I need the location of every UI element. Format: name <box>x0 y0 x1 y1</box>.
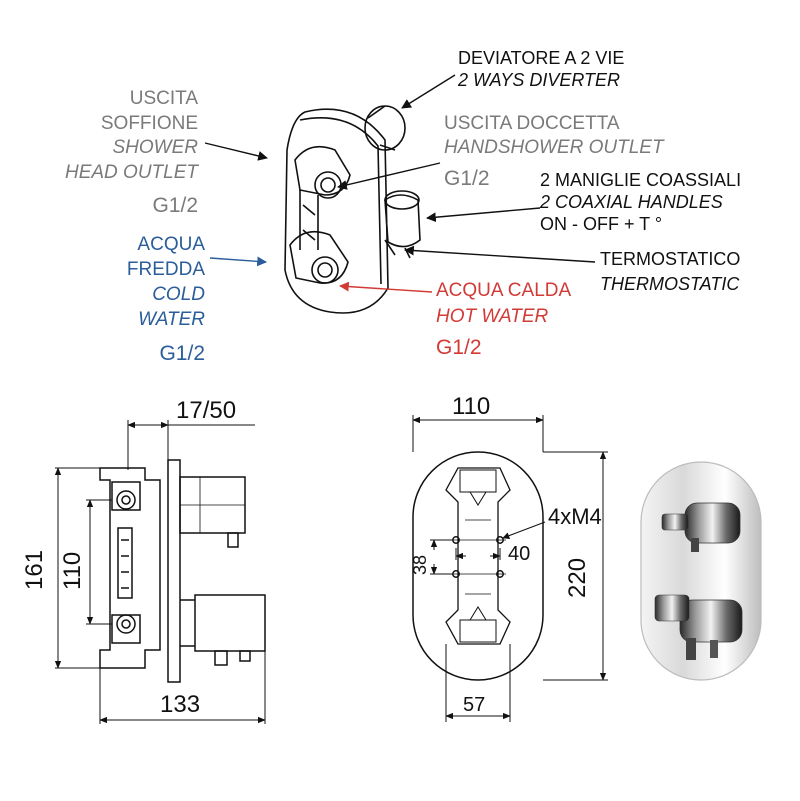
label-thermostatic: TERMOSTATICO THERMOSTATIC <box>600 249 740 294</box>
svg-text:USCITA DOCCETTA: USCITA DOCCETTA <box>444 113 620 134</box>
svg-text:SOFFIONE: SOFFIONE <box>101 113 198 134</box>
valve-3d-icon <box>284 105 421 314</box>
label-hand-outlet: USCITA DOCCETTA HANDSHOWER OUTLET G1/2 <box>444 113 665 190</box>
svg-text:ACQUA CALDA: ACQUA CALDA <box>436 280 571 301</box>
svg-text:17/50: 17/50 <box>176 397 236 424</box>
svg-text:G1/2: G1/2 <box>444 167 490 190</box>
svg-text:57: 57 <box>463 694 485 716</box>
svg-text:DEVIATORE A 2 VIE: DEVIATORE A 2 VIE <box>458 48 624 68</box>
svg-text:G1/2: G1/2 <box>436 336 482 359</box>
svg-text:38: 38 <box>410 555 430 575</box>
label-cold-water: ACQUA FREDDA COLD WATER G1/2 <box>127 234 205 365</box>
label-diverter: DEVIATORE A 2 VIE 2 WAYS DIVERTER <box>457 48 624 90</box>
svg-text:2 COAXIAL HANDLES: 2 COAXIAL HANDLES <box>539 192 723 212</box>
leader-arrows <box>204 74 596 293</box>
svg-text:TERMOSTATICO: TERMOSTATICO <box>600 249 740 269</box>
label-hot-water: ACQUA CALDA HOT WATER G1/2 <box>436 280 571 359</box>
svg-text:COLD: COLD <box>152 284 205 305</box>
svg-text:THERMOSTATIC: THERMOSTATIC <box>600 274 740 294</box>
svg-text:USCITA: USCITA <box>130 88 199 109</box>
svg-text:110: 110 <box>59 552 86 590</box>
svg-text:161: 161 <box>21 550 48 590</box>
svg-text:ON - OFF + T °: ON - OFF + T ° <box>540 214 662 234</box>
svg-text:HANDSHOWER OUTLET: HANDSHOWER OUTLET <box>444 137 665 158</box>
label-head-outlet: USCITA SOFFIONE SHOWER HEAD OUTLET G1/2 <box>65 88 199 217</box>
svg-text:2 WAYS DIVERTER: 2 WAYS DIVERTER <box>457 70 620 90</box>
side-dimension-labels: 17/50 161 110 133 <box>21 397 236 718</box>
svg-text:HOT WATER: HOT WATER <box>436 306 549 327</box>
valve-side-icon <box>99 459 266 683</box>
front-dimension-labels: 110 220 4xM4 40 38 57 <box>410 393 602 716</box>
svg-text:WATER: WATER <box>138 309 205 330</box>
svg-text:133: 133 <box>160 691 200 718</box>
svg-text:G1/2: G1/2 <box>159 342 205 365</box>
svg-text:220: 220 <box>564 558 591 598</box>
side-dimensions <box>54 420 266 724</box>
svg-text:HEAD OUTLET: HEAD OUTLET <box>65 162 199 183</box>
svg-text:ACQUA: ACQUA <box>137 234 205 255</box>
svg-text:G1/2: G1/2 <box>152 194 198 217</box>
svg-text:FREDDA: FREDDA <box>127 259 205 280</box>
svg-text:4xM4: 4xM4 <box>548 504 602 529</box>
valve-front-icon <box>412 451 544 681</box>
label-handles: 2 MANIGLIE COASSIALI 2 COAXIAL HANDLES O… <box>539 170 741 234</box>
svg-text:SHOWER: SHOWER <box>113 137 199 158</box>
front-dimensions <box>412 415 608 722</box>
svg-text:2 MANIGLIE COASSIALI: 2 MANIGLIE COASSIALI <box>540 170 741 190</box>
svg-text:40: 40 <box>508 543 530 565</box>
svg-text:110: 110 <box>452 393 490 420</box>
plate-chrome-icon <box>640 461 762 681</box>
